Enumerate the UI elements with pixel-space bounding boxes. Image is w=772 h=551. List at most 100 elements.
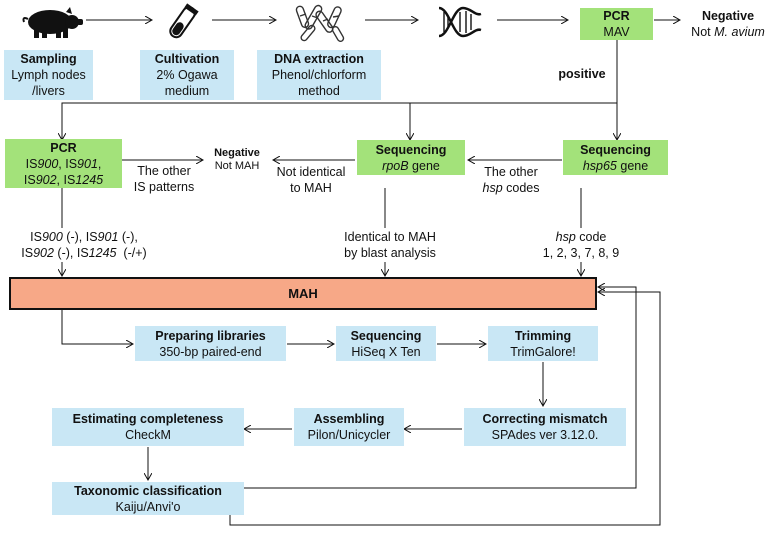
hsp-code-label: hsp code 1, 2, 3, 7, 8, 9 [535, 229, 627, 261]
sampling-line2: /livers [32, 84, 65, 98]
hsp-code-line1: hsp code [535, 229, 627, 245]
not-identical-line2: to MAH [290, 181, 332, 195]
taxonomic-title: Taxonomic classification [74, 483, 222, 498]
identical-label: Identical to MAH by blast analysis [330, 229, 450, 261]
positive-label: positive [558, 67, 606, 81]
pcr-is-l2c: , IS [56, 172, 76, 187]
is-result-label: IS900 (-), IS901 (-), IS902 (-), IS1245 … [4, 229, 164, 261]
seq-rpob-plain: gene [408, 158, 440, 173]
identical-line2: by blast analysis [344, 246, 436, 260]
negative-mah-title: Negative [214, 147, 260, 159]
dna-extraction-line2: method [298, 84, 340, 98]
is-result-l1b: 900 [41, 230, 63, 244]
negative-mav-italic: M. avium [714, 25, 765, 39]
hsp-code-italic: hsp [555, 230, 576, 244]
seq-hsp65-box: Sequencing hsp65 gene [563, 140, 668, 175]
pcr-is-l2a: IS [23, 172, 36, 187]
is-result-l2a: IS [21, 246, 34, 260]
is-result-l2d: 1245 [88, 246, 117, 260]
other-is-line2: IS patterns [133, 180, 195, 194]
pcr-is-l1e: , [97, 156, 102, 171]
cultivation-title: Cultivation [154, 52, 220, 66]
trimming-sub: TrimGalore! [510, 344, 576, 359]
is-result-l1c: (-), IS [62, 230, 98, 244]
not-identical-line1: Not identical [276, 165, 346, 179]
pcr-is-l1d: 901 [77, 156, 98, 171]
seq-hsp65-plain: gene [616, 158, 649, 173]
other-hsp-italic: hsp [482, 181, 503, 195]
seq-hsp65-italic: hsp65 [582, 158, 617, 173]
negative-mah-line1: Not MAH [214, 160, 260, 172]
seq-hsp65-line1: hsp65 gene [583, 158, 648, 174]
test-tube-icon [169, 3, 199, 39]
cultivation-line2: medium [164, 84, 210, 98]
arrow-mah-libraries [61, 310, 133, 344]
correcting-box: Correcting mismatch SPAdes ver 3.12.0. [464, 408, 626, 446]
assembling-sub: Pilon/Unicycler [307, 428, 391, 442]
other-hsp-line1: The other [484, 165, 538, 179]
sampling-box: Sampling Lymph nodes /livers [4, 50, 93, 100]
other-hsp-label: The other hsp codes [466, 164, 556, 196]
negative-mav-line1: Not M. avium [684, 24, 772, 40]
pcr-is-title: PCR [50, 140, 77, 155]
correcting-sub: SPAdes ver 3.12.0. [491, 428, 599, 442]
sampling-line1: Lymph nodes [11, 68, 86, 82]
seq-rpob-line1: rpoB gene [382, 158, 440, 174]
negative-mav-plain: Not [691, 25, 715, 39]
arrow-taxonomic-mah-loop2 [229, 292, 661, 526]
dna-extraction-line1: Phenol/chlorform [271, 68, 367, 82]
cultivation-box: Cultivation 2% Ogawa medium [140, 50, 234, 100]
libraries-sub: 350-bp paired-end [159, 344, 262, 359]
pcr-is-l1b: 900 [37, 156, 59, 171]
is-result-l1a: IS [30, 230, 42, 244]
mah-label: MAH [288, 286, 318, 301]
pcr-is-l1c: , IS [58, 156, 78, 171]
pcr-is-l1a: IS [25, 156, 38, 171]
pcr-is-line1: IS900, IS901, [26, 156, 102, 172]
mah-box: MAH [9, 277, 597, 310]
libraries-title: Preparing libraries [155, 328, 266, 343]
seq-rpob-title: Sequencing [375, 142, 447, 157]
is-result-line2: IS902 (-), IS1245 (-/+) [4, 245, 164, 261]
dna-extraction-title: DNA extraction [274, 52, 364, 66]
seq-rpob-box: Sequencing rpoB gene [357, 140, 465, 175]
dna-helix-icon [438, 6, 482, 38]
not-identical-label: Not identical to MAH [270, 164, 352, 196]
other-is-line1: The other [137, 164, 191, 178]
is-result-line1: IS900 (-), IS901 (-), [4, 229, 164, 245]
is-result-l2c: (-), IS [53, 246, 89, 260]
libraries-box: Preparing libraries 350-bp paired-end [135, 326, 286, 361]
completeness-sub: CheckM [125, 428, 171, 442]
hsp-code-line2: 1, 2, 3, 7, 8, 9 [542, 246, 620, 260]
pcr-is-l2b: 902 [35, 172, 57, 187]
pcr-mav-box: PCR MAV [580, 8, 653, 40]
completeness-box: Estimating completeness CheckM [52, 408, 244, 446]
seq-hsp65-title: Sequencing [580, 142, 651, 157]
sequencing-title: Sequencing [350, 328, 422, 343]
pcr-mav-title: PCR [603, 9, 630, 23]
other-hsp-plain: codes [502, 181, 540, 195]
taxonomic-box: Taxonomic classification Kaiju/Anvi'o [52, 482, 244, 515]
other-hsp-line2: hsp codes [466, 180, 556, 196]
negative-mav-label: Negative Not M. avium [684, 8, 772, 40]
pcr-is-line2: IS902, IS1245 [24, 172, 103, 188]
assembling-title: Assembling [313, 412, 385, 426]
negative-mav-title: Negative [701, 9, 755, 23]
sampling-title: Sampling [20, 52, 77, 66]
seq-rpob-italic: rpoB [382, 158, 409, 173]
sequencing-box: Sequencing HiSeq X Ten [336, 326, 436, 361]
is-result-l2e: (-/+) [116, 246, 147, 260]
cultivation-line1: 2% Ogawa [156, 68, 218, 82]
assembling-box: Assembling Pilon/Unicycler [294, 408, 404, 446]
dna-extraction-box: DNA extraction Phenol/chlorform method [257, 50, 381, 100]
pig-icon [22, 7, 83, 38]
chromosome-icon [295, 4, 345, 43]
negative-mah-label: Negative Not MAH [205, 147, 269, 173]
identical-line1: Identical to MAH [344, 230, 436, 244]
hsp-code-plain: code [575, 230, 607, 244]
pcr-mav-line1: MAV [603, 25, 630, 39]
pcr-is-box: PCR IS900, IS901, IS902, IS1245 [5, 139, 122, 188]
pcr-is-l2d: 1245 [75, 172, 104, 187]
